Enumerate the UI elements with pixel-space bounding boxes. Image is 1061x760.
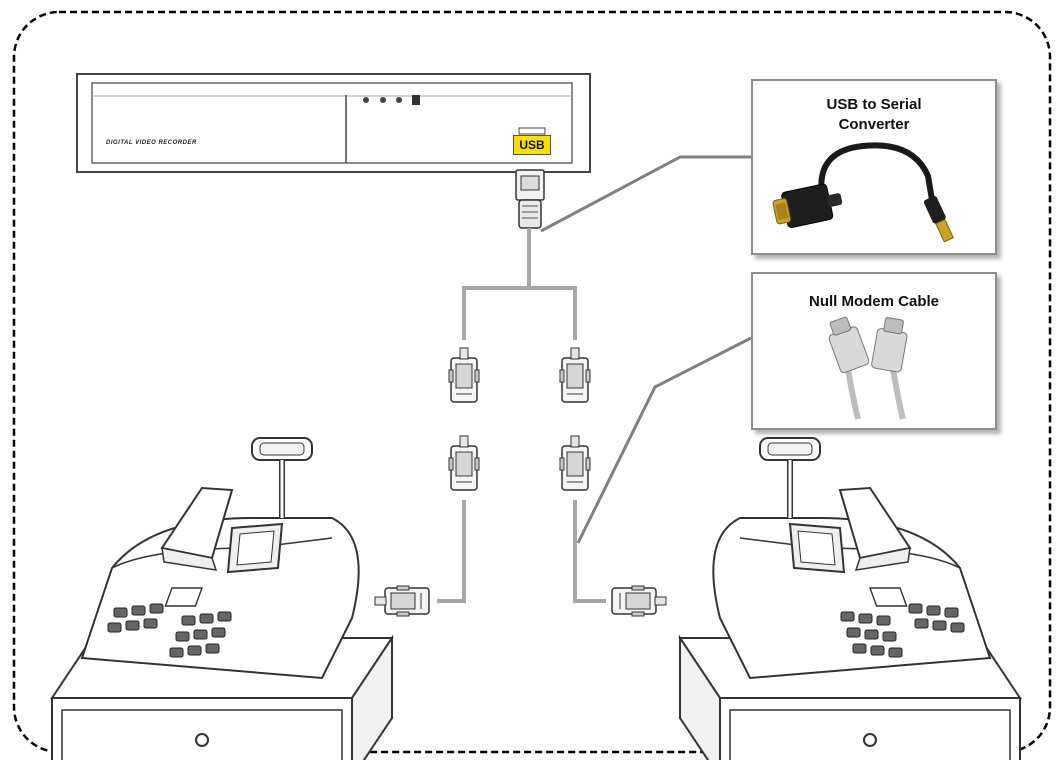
usb-serial-converter-image: [753, 81, 995, 253]
dvr-label: DIGITAL VIDEO RECORDER: [106, 140, 197, 146]
db9-connector-upper-right: [560, 348, 590, 402]
usb-converter-callout: USB to Serial Converter: [751, 79, 997, 255]
null-modem-callout: Null Modem Cable: [751, 272, 997, 430]
dvr-unit: [77, 74, 590, 172]
null-modem-cables: [437, 228, 606, 601]
db9-connector-lower-left: [449, 436, 479, 490]
usb-port-label: USB: [513, 135, 551, 155]
db9-connector-right-register: [612, 586, 666, 616]
db9-connector-upper-left: [449, 348, 479, 402]
usb-plug: [516, 170, 544, 228]
db9-connector-lower-right: [560, 436, 590, 490]
null-modem-cable-image: [753, 274, 995, 428]
db9-connector-left-register: [375, 586, 429, 616]
cash-register-left: [52, 438, 392, 760]
cash-register-right: [680, 438, 1020, 760]
